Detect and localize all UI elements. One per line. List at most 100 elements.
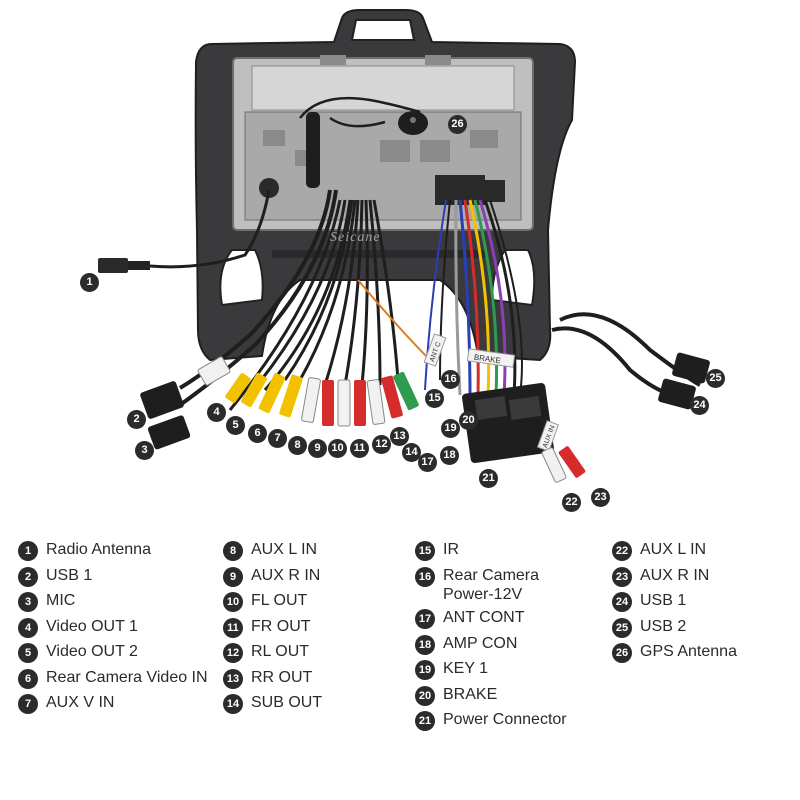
callout-9: 9	[308, 439, 327, 458]
power-connector: AUX IN	[462, 383, 586, 483]
callout-20: 20	[459, 411, 478, 430]
legend-number: 23	[612, 566, 632, 587]
callout-1: 1	[80, 273, 99, 292]
legend-label: Rear Camera Power-12V	[443, 566, 540, 603]
legend-item: 15 IR	[415, 540, 567, 561]
legend-item: 21 Power Connector	[415, 710, 567, 731]
callout-13: 13	[390, 427, 409, 446]
legend-label: SUB OUT	[251, 694, 323, 711]
legend-item: 14 SUB OUT	[223, 693, 322, 714]
callout-26: 26	[448, 115, 467, 134]
callout-25: 25	[706, 369, 725, 388]
callout-17: 17	[418, 453, 437, 472]
legend-label: AMP CON	[443, 634, 518, 652]
legend-label: FL OUT	[251, 592, 308, 609]
callout-19: 19	[441, 419, 460, 438]
legend-item: 13 RR OUT	[223, 668, 322, 689]
callout-7: 7	[268, 429, 287, 448]
callout-11: 11	[350, 439, 369, 458]
callout-23: 23	[591, 488, 610, 507]
legend-number: 8	[223, 541, 243, 561]
callout-18: 18	[440, 446, 459, 465]
callout-22: 22	[562, 493, 581, 512]
legend-label: USB 1	[640, 592, 687, 609]
legend-number: 15	[415, 541, 435, 561]
legend-label: IR	[443, 541, 459, 558]
callout-12: 12	[372, 435, 391, 454]
legend-label: Rear Camera Video IN	[46, 668, 208, 686]
legend-label: RL OUT	[251, 643, 310, 660]
legend-number: 9	[223, 566, 243, 587]
legend-number: 4	[18, 617, 38, 638]
legend-number: 26	[612, 643, 632, 663]
watermark: Seicane	[330, 230, 381, 245]
callout-5: 5	[226, 416, 245, 435]
legend-number: 12	[223, 643, 243, 663]
legend-item: 11 FR OUT	[223, 617, 322, 638]
callout-2: 2	[127, 410, 146, 429]
usb-pair	[551, 312, 710, 410]
callout-8: 8	[288, 436, 307, 455]
cable-bundle	[178, 189, 523, 411]
legend-label: MIC	[46, 592, 76, 609]
callout-21: 21	[479, 469, 498, 488]
legend-label: Video OUT 1	[46, 617, 138, 635]
legend-label: FR OUT	[251, 617, 311, 635]
callout-4: 4	[207, 403, 226, 422]
legend-number: 21	[415, 711, 435, 731]
legend-label: AUX L IN	[640, 541, 707, 558]
legend-number: 6	[18, 668, 38, 689]
legend-item: 12 RL OUT	[223, 642, 322, 663]
head-unit-illustration: BRAKE ANT C	[98, 9, 710, 483]
legend-label: USB 1	[46, 566, 93, 584]
callout-15: 15	[425, 389, 444, 408]
callout-6: 6	[248, 424, 267, 443]
legend-label: RR OUT	[251, 668, 313, 686]
callout-16: 16	[441, 370, 460, 389]
legend-number: 11	[223, 617, 243, 638]
legend-item: 17 ANT CONT	[415, 608, 567, 629]
legend-number: 22	[612, 541, 632, 561]
unit-chassis	[232, 55, 534, 231]
legend-label: Radio Antenna	[46, 541, 151, 558]
legend-label: ANT CONT	[443, 609, 525, 626]
legend-label: AUX V IN	[46, 694, 115, 711]
callout-14: 14	[402, 443, 421, 462]
wire-tags: BRAKE ANT C	[423, 333, 516, 368]
legend-label: AUX L IN	[251, 541, 318, 558]
legend-number: 13	[223, 668, 243, 689]
legend-number: 25	[612, 617, 632, 638]
gps-antenna	[299, 96, 428, 188]
radio-antenna-cable	[98, 189, 271, 273]
legend-label: AUX R IN	[640, 566, 710, 584]
legend-label: AUX R IN	[251, 566, 321, 584]
callout-3: 3	[135, 441, 154, 460]
legend-number: 17	[415, 609, 435, 629]
legend-number: 1	[18, 541, 38, 561]
legend-label: Power Connector	[443, 711, 567, 728]
rca-plugs	[225, 371, 419, 427]
legend-number: 7	[18, 694, 38, 714]
legend-number: 14	[223, 694, 243, 714]
legend-item: 4 Video OUT 1	[18, 617, 208, 638]
legend-number: 5	[18, 643, 38, 663]
legend-item: 23 AUX R IN	[612, 566, 737, 587]
legend-item: 22 AUX L IN	[612, 540, 737, 561]
legend-item: 1 Radio Antenna	[18, 540, 208, 561]
callout-10: 10	[328, 439, 347, 458]
legend-number: 20	[415, 685, 435, 706]
legend-label: KEY 1	[443, 660, 489, 677]
legend-item: 7 AUX V IN	[18, 693, 208, 714]
tag-brake: BRAKE	[473, 353, 501, 366]
legend-number: 18	[415, 634, 435, 655]
